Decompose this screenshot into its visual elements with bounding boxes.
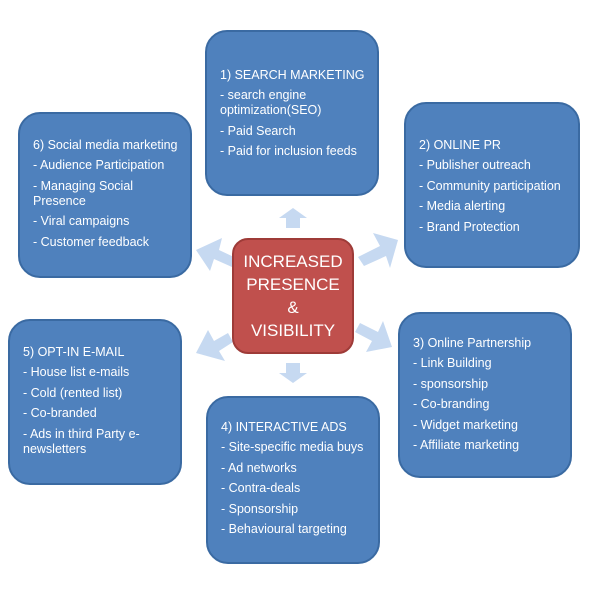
box-social-media: 6) Social media marketing Audience Parti… [18, 112, 192, 278]
arrow-to-search-marketing [279, 208, 307, 228]
list-item: search engine optimization(SEO) [220, 88, 367, 118]
box-online-partnership: 3) Online Partnership Link Building spon… [398, 312, 572, 478]
list-item: Viral campaigns [33, 214, 180, 229]
center-node: INCREASED PRESENCE & VISIBILITY [232, 238, 354, 354]
list-item: Ads in third Party e-newsletters [23, 427, 170, 457]
list-item: Customer feedback [33, 235, 180, 250]
list-item: Publisher outreach [419, 158, 568, 173]
arrow-to-social-media [196, 238, 236, 271]
box-title: 2) ONLINE PR [419, 138, 501, 152]
box-title: 3) Online Partnership [413, 336, 532, 350]
center-line: PRESENCE [246, 275, 340, 294]
list-item: sponsorship [413, 377, 560, 392]
list-item: Co-branding [413, 397, 560, 412]
center-line: VISIBILITY [250, 321, 336, 340]
center-line: INCREASED [243, 252, 343, 271]
list-item: House list e-mails [23, 365, 170, 380]
list-item: Link Building [413, 356, 560, 371]
list-item: Audience Participation [33, 158, 180, 173]
list-item: Paid for inclusion feeds [220, 144, 367, 159]
list-item: Affiliate marketing [413, 438, 560, 453]
box-title: 6) Social media marketing [33, 138, 178, 152]
box-online-pr: 2) ONLINE PR Publisher outreach Communit… [404, 102, 580, 268]
list-item: Contra-deals [221, 481, 368, 496]
list-item: Media alerting [419, 199, 568, 214]
box-opt-in-email: 5) OPT-IN E-MAIL House list e-mails Cold… [8, 319, 182, 485]
box-title: 4) INTERACTIVE ADS [221, 420, 347, 434]
list-item: Paid Search [220, 124, 367, 139]
box-title: 5) OPT-IN E-MAIL [23, 345, 125, 359]
list-item: Widget marketing [413, 418, 560, 433]
list-item: Cold (rented list) [23, 386, 170, 401]
box-interactive-ads: 4) INTERACTIVE ADS Site-specific media b… [206, 396, 380, 564]
list-item: Managing Social Presence [33, 179, 180, 209]
list-item: Community participation [419, 179, 568, 194]
list-item: Sponsorship [221, 502, 368, 517]
arrow-to-opt-in-email [196, 330, 233, 361]
arrow-to-interactive-ads [279, 363, 307, 383]
list-item: Site-specific media buys [221, 440, 368, 455]
box-title: 1) SEARCH MARKETING [220, 68, 365, 82]
arrow-to-online-partnership [355, 321, 392, 352]
list-item: Brand Protection [419, 220, 568, 235]
list-item: Ad networks [221, 461, 368, 476]
arrow-to-online-pr [358, 233, 398, 268]
center-line: & [287, 298, 299, 317]
box-search-marketing: 1) SEARCH MARKETING search engine optimi… [205, 30, 379, 196]
list-item: Co-branded [23, 406, 170, 421]
list-item: Behavioural targeting [221, 522, 368, 537]
